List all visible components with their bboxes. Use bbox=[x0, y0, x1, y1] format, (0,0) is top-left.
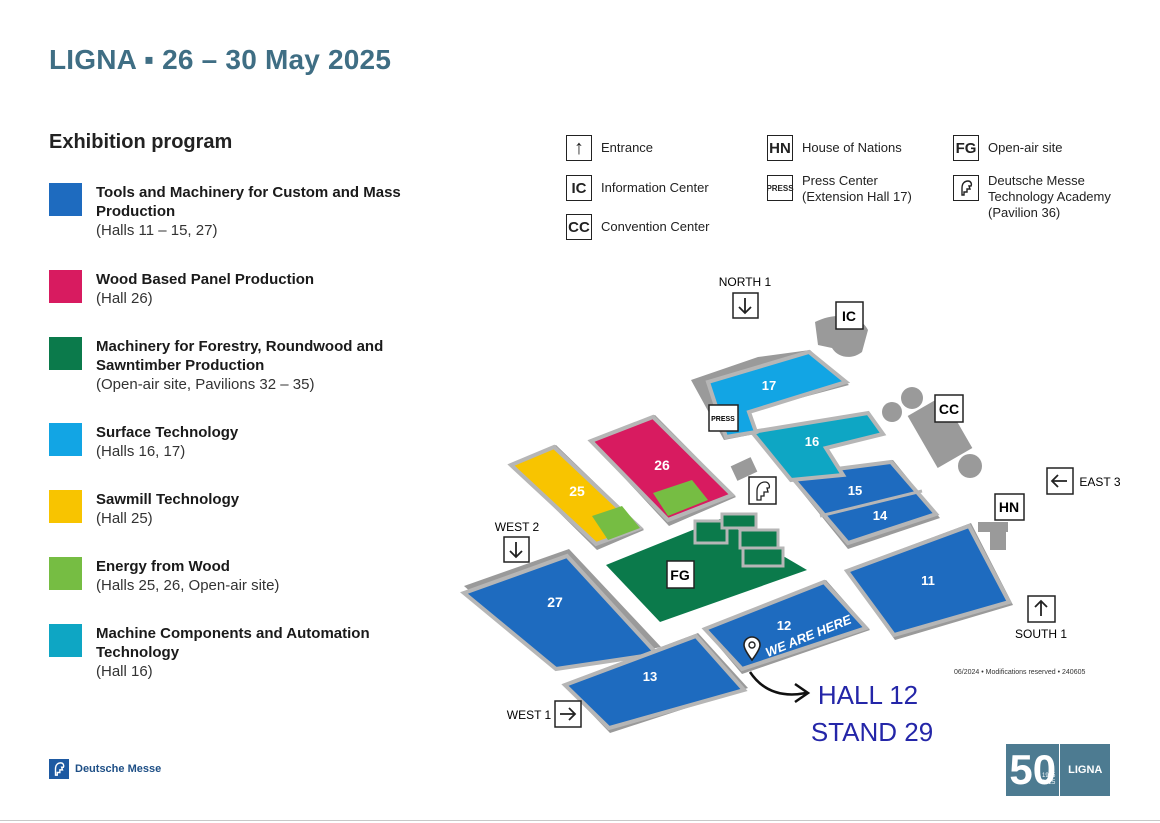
hall-17-label: 17 bbox=[762, 378, 776, 393]
arrow-down-icon bbox=[509, 542, 523, 559]
modifications-note: 06/2024 • Modifications reserved • 24060… bbox=[954, 669, 1086, 676]
hall-15-label: 15 bbox=[848, 483, 862, 498]
cc-label-box: CC bbox=[934, 394, 964, 423]
arrow-right-icon bbox=[560, 707, 577, 721]
house-of-nations-icon: HN bbox=[767, 135, 793, 161]
key-label: Convention Center bbox=[601, 219, 710, 234]
svg-text:CC: CC bbox=[939, 401, 959, 417]
legend-name: Machine Components and Automation Techno… bbox=[96, 625, 370, 661]
info-center-icon: IC bbox=[566, 175, 592, 201]
svg-text:PRESS: PRESS bbox=[711, 416, 735, 423]
svg-text:SOUTH 1: SOUTH 1 bbox=[1015, 627, 1067, 641]
key-label: Entrance bbox=[601, 140, 654, 155]
hall-13[interactable] bbox=[561, 633, 748, 733]
technology-academy-building[interactable] bbox=[730, 457, 758, 481]
arrow-icon bbox=[794, 682, 811, 704]
press-label-box: PRESS bbox=[708, 404, 739, 432]
hall-25[interactable] bbox=[507, 444, 644, 550]
legend-swatch bbox=[49, 490, 82, 523]
legend-halls: (Hall 16) bbox=[96, 663, 153, 680]
technology-academy-icon bbox=[748, 476, 777, 505]
hall-26[interactable] bbox=[587, 414, 736, 526]
key-label: Information Center bbox=[601, 180, 709, 195]
key-label: Press Center(Extension Hall 17) bbox=[802, 173, 912, 204]
legend-halls: (Halls 25, 26, Open-air site) bbox=[96, 577, 280, 594]
legend-name: Energy from Wood bbox=[96, 558, 230, 575]
entrance-west-2: WEST 2 bbox=[495, 520, 540, 563]
open-air-site-icon: FG bbox=[953, 135, 979, 161]
technology-academy-icon bbox=[953, 175, 979, 201]
fg-label-box: FG bbox=[666, 560, 695, 589]
svg-text:IC: IC bbox=[842, 308, 856, 324]
deutsche-messe-name: Deutsche Messe bbox=[75, 763, 162, 775]
hall-12-label: 12 bbox=[777, 618, 791, 633]
anniversary-number: 50 bbox=[1006, 744, 1060, 796]
hall-26-label: 26 bbox=[654, 457, 670, 473]
legend-swatch bbox=[49, 624, 82, 657]
entrance-north-1: NORTH 1 bbox=[719, 275, 772, 319]
footer-divider bbox=[0, 820, 1160, 821]
house-of-nations-building[interactable] bbox=[978, 522, 1008, 550]
arrow-down-icon bbox=[738, 298, 752, 315]
legend-name: Wood Based Panel Production bbox=[96, 271, 315, 288]
hall-11[interactable] bbox=[843, 523, 1013, 640]
legend-halls: (Open-air site, Pavilions 32 – 35) bbox=[96, 376, 315, 393]
svg-text:EAST 3: EAST 3 bbox=[1079, 475, 1120, 489]
convention-center-building[interactable] bbox=[882, 387, 982, 478]
legend-swatch bbox=[49, 337, 82, 370]
exhibition-program-heading: Exhibition program bbox=[49, 131, 233, 153]
arrow-up-icon bbox=[1034, 599, 1048, 616]
entrance-west-1: WEST 1 bbox=[507, 700, 582, 728]
arrow-left-icon bbox=[1050, 474, 1067, 488]
legend-halls: (Hall 25) bbox=[96, 510, 153, 527]
legend-halls: (Hall 26) bbox=[96, 290, 153, 307]
deutsche-messe-logo: Deutsche Messe bbox=[49, 759, 161, 779]
legend-swatch bbox=[49, 183, 82, 216]
hall-25-label: 25 bbox=[569, 483, 585, 499]
page-title: LIGNA ▪ 26 – 30 May 2025 bbox=[49, 44, 392, 75]
svg-text:HN: HN bbox=[999, 499, 1019, 515]
stand-callout: STAND 29 bbox=[811, 717, 933, 747]
legend-halls: (Halls 16, 17) bbox=[96, 443, 186, 460]
key-label: Open-air site bbox=[988, 140, 1063, 155]
hall-14-label: 14 bbox=[873, 508, 888, 523]
legend-name: Sawmill Technology bbox=[96, 491, 240, 508]
entrance-south-1: SOUTH 1 bbox=[1015, 595, 1067, 641]
svg-text:NORTH 1: NORTH 1 bbox=[719, 275, 772, 289]
svg-text:WEST 1: WEST 1 bbox=[507, 708, 552, 722]
deutsche-messe-mark-icon bbox=[49, 759, 69, 779]
key-label: House of Nations bbox=[802, 140, 902, 155]
hall-11-label: 11 bbox=[921, 573, 935, 588]
legend-swatch bbox=[49, 423, 82, 456]
hall-16-label: 16 bbox=[805, 434, 819, 449]
ligna-brand: LIGNA bbox=[1059, 744, 1110, 796]
legend-name: Surface Technology bbox=[96, 424, 239, 441]
legend-swatch bbox=[49, 270, 82, 303]
legend-name: Tools and Machinery for Custom and Mass … bbox=[96, 184, 401, 220]
legend-halls: (Halls 11 – 15, 27) bbox=[96, 222, 218, 239]
legend-swatch bbox=[49, 557, 82, 590]
entrance-east-3: EAST 3 bbox=[1046, 467, 1121, 495]
hall-27-label: 27 bbox=[547, 594, 563, 610]
hall-callout: HALL 12 bbox=[818, 680, 918, 710]
hn-label-box: HN bbox=[994, 493, 1025, 521]
open-air-site-fg[interactable] bbox=[606, 512, 807, 622]
press-center-icon: PRESS bbox=[766, 175, 794, 201]
hall-16[interactable] bbox=[748, 410, 887, 483]
legend-name: Machinery for Forestry, Roundwood and Sa… bbox=[96, 338, 384, 374]
svg-text:FG: FG bbox=[670, 567, 690, 583]
arrow-up-icon: ↑ bbox=[566, 135, 592, 161]
convention-center-icon: CC bbox=[566, 214, 592, 240]
svg-text:WEST 2: WEST 2 bbox=[495, 520, 540, 534]
halls-14-15[interactable] bbox=[786, 459, 940, 549]
ic-label-box: IC bbox=[835, 301, 864, 330]
hall-13-label: 13 bbox=[643, 669, 657, 684]
